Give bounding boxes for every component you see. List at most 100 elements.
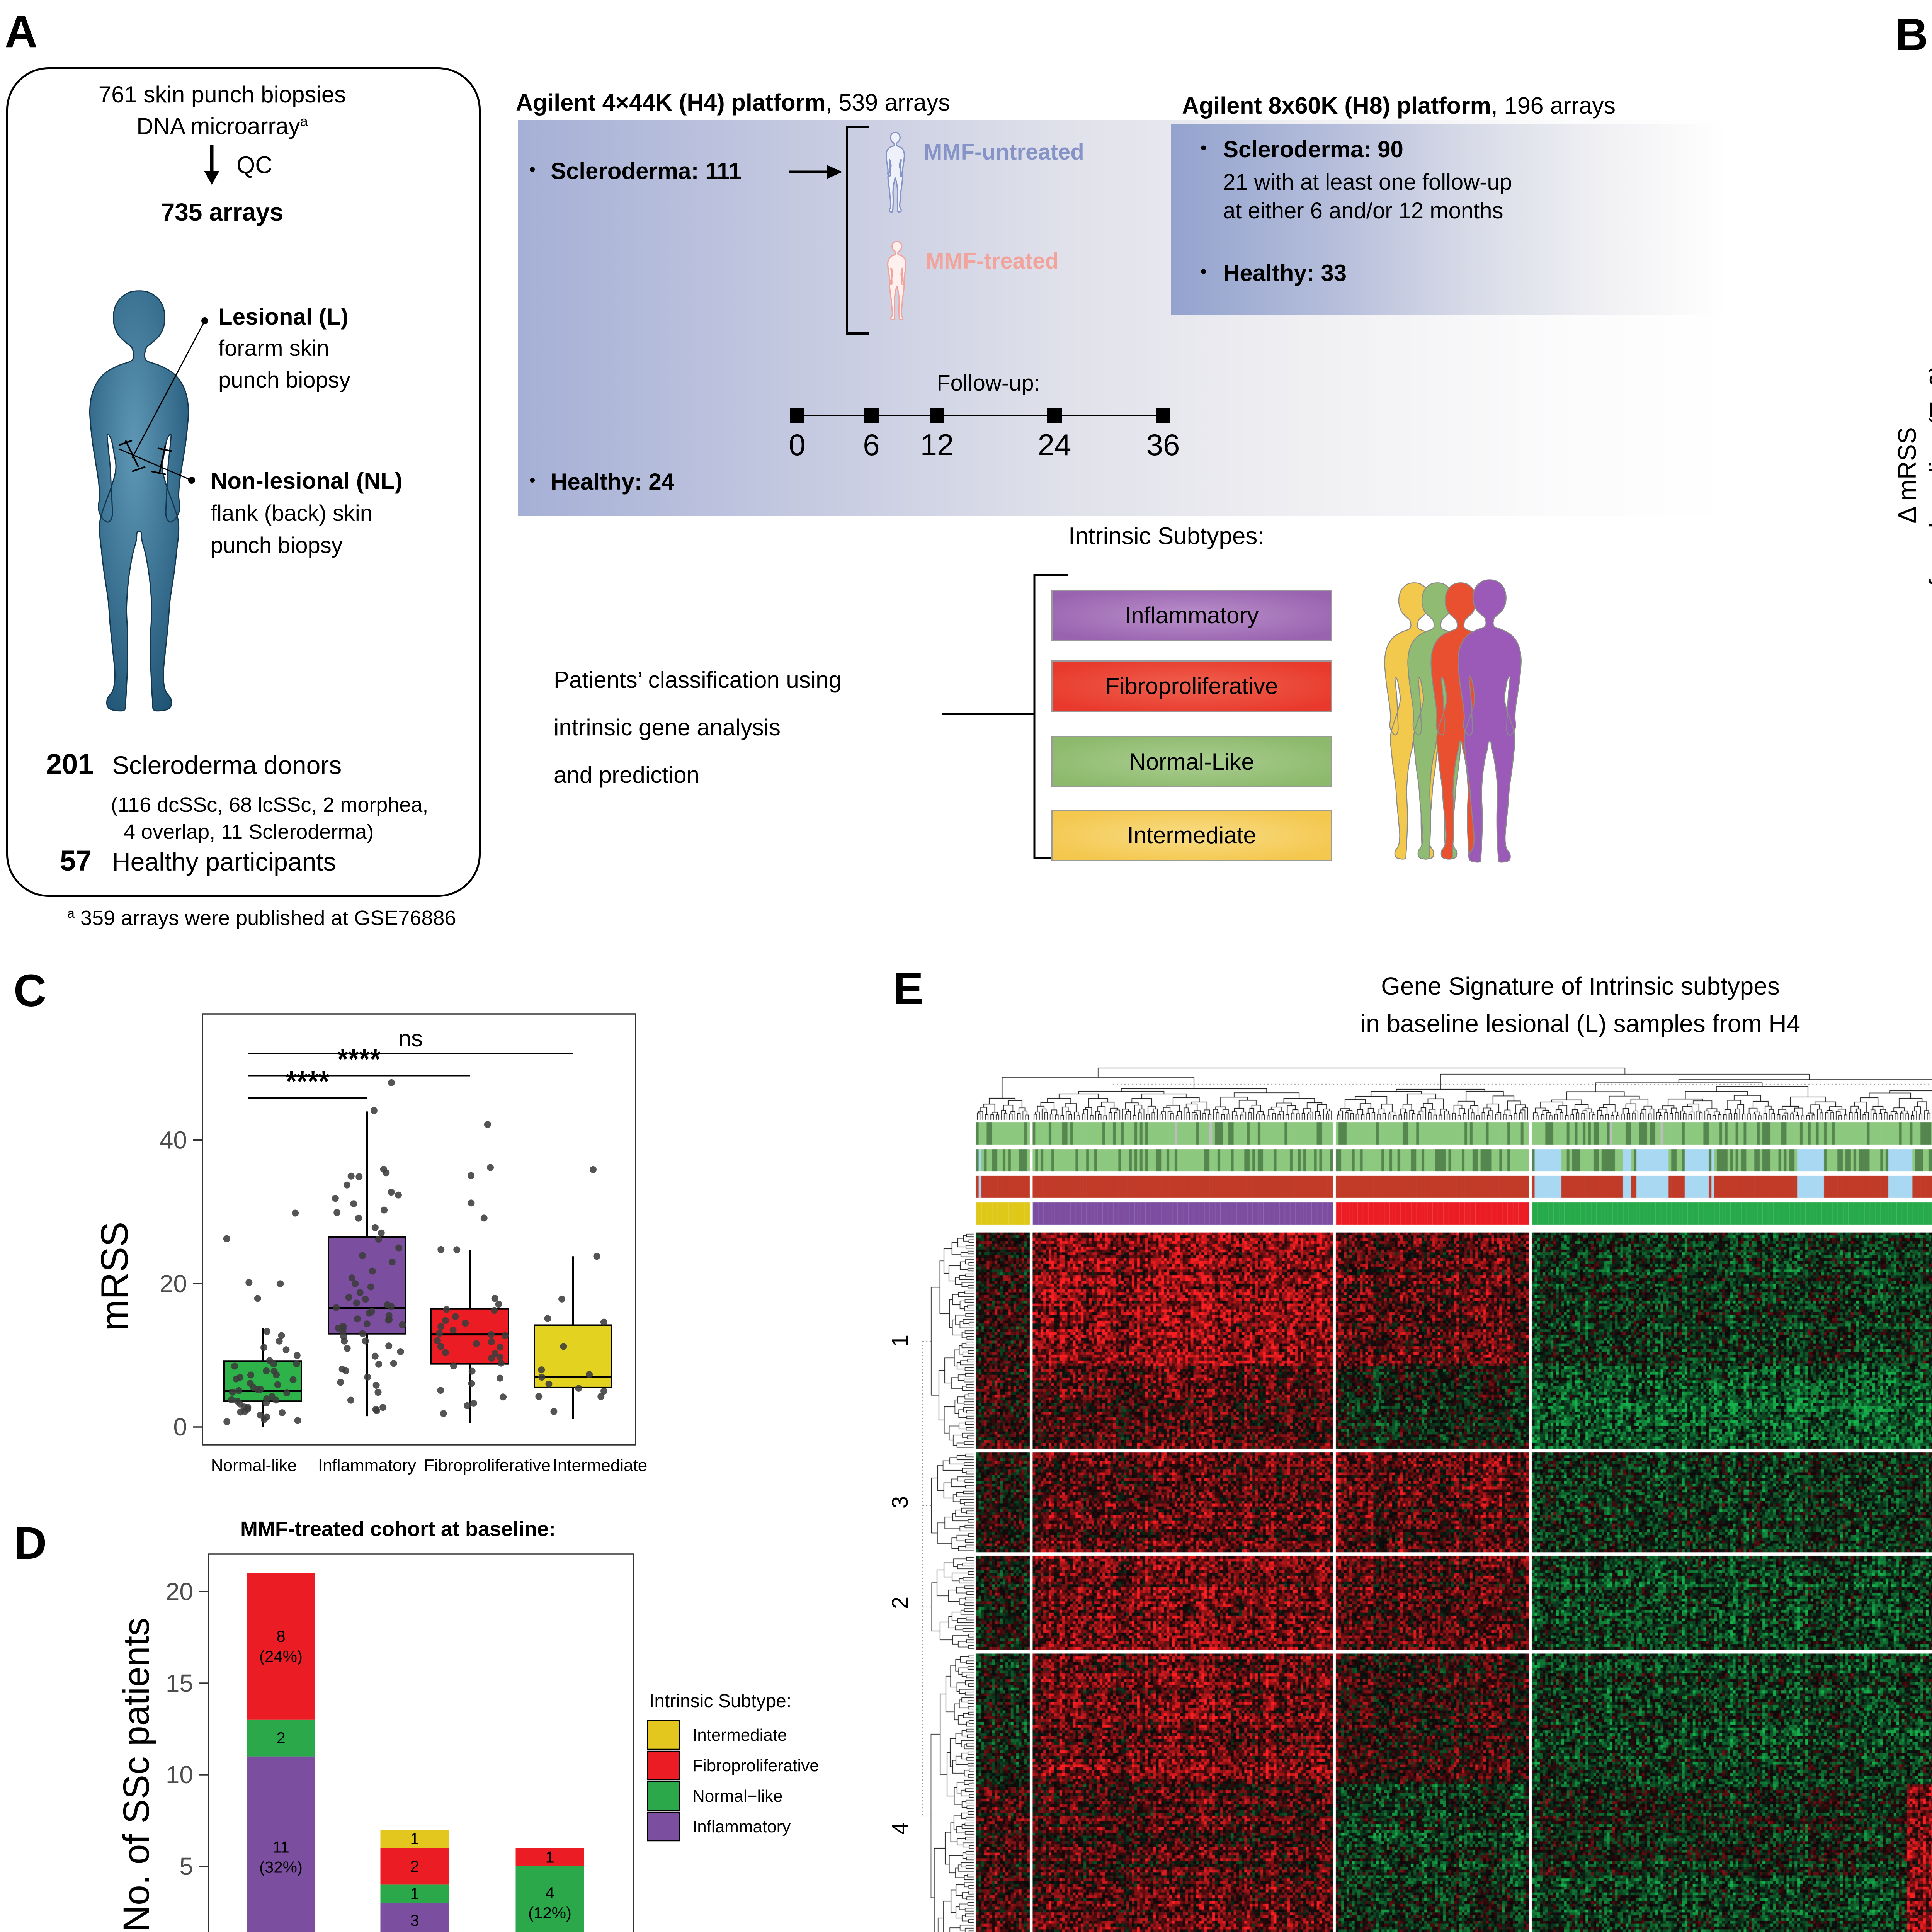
data-point: [359, 1330, 366, 1337]
h8-detail1: 21 with at least one follow-up: [1223, 170, 1512, 195]
panel-a-box: [6, 67, 481, 897]
data-point: [371, 1224, 379, 1231]
qc-label: QC: [236, 152, 272, 179]
cluster-label-1: 1: [888, 1334, 913, 1347]
data-point: [388, 1079, 395, 1086]
data-point: [437, 1323, 445, 1330]
data-point: [550, 1408, 558, 1415]
data-point: [440, 1410, 447, 1417]
text-span: 359 arrays were published at GSE76886: [80, 906, 456, 930]
subtype-box-intermediate: Intermediate: [1051, 810, 1332, 861]
chart-rect: [534, 1324, 612, 1388]
data-point: [293, 1352, 301, 1359]
data-point: [372, 1381, 380, 1389]
data-point: [575, 1384, 582, 1392]
data-point: [332, 1195, 339, 1202]
text-span: •: [1201, 262, 1207, 281]
data-point: [535, 1393, 543, 1400]
arrow-head: [827, 165, 842, 179]
data-point: [245, 1279, 253, 1286]
data-point: [231, 1362, 238, 1370]
healthy-count: 57: [60, 845, 92, 877]
chart-line: [132, 466, 146, 472]
data-point: [497, 1344, 504, 1351]
bar-segment-label: 1: [545, 1848, 554, 1866]
panel-e-label: E: [893, 963, 923, 1014]
data-point: [586, 1371, 593, 1378]
significance-label: ns: [398, 1026, 423, 1051]
data-point: [397, 1348, 404, 1355]
mmf-treated-figure: [887, 241, 907, 321]
data-point: [257, 1412, 264, 1419]
subtypes-title: Intrinsic Subtypes:: [1068, 523, 1264, 549]
bar-segment-label: (24%): [259, 1647, 303, 1665]
data-point: [236, 1374, 244, 1381]
y-tick-label: 0: [173, 1413, 187, 1441]
data-point: [333, 1209, 341, 1216]
chart-rect: [647, 1781, 680, 1811]
data-point: [223, 1235, 230, 1242]
data-point: [589, 1166, 597, 1173]
h8-title: Agilent 8x60K (H8) platform, 196 arrays: [1182, 92, 1616, 119]
silhouette-path: [887, 241, 907, 321]
panel-d-label: D: [14, 1518, 47, 1569]
data-point: [380, 1166, 387, 1173]
chart-group: [119, 440, 173, 475]
data-point: [496, 1374, 503, 1382]
data-point: [442, 1317, 449, 1324]
chart-rect: [380, 1848, 449, 1885]
h4-title: Agilent 4×44K (H4) platform, 539 arrays: [516, 89, 950, 116]
data-point: [354, 1315, 361, 1323]
data-point: [333, 1304, 340, 1311]
mmf-bracket: [846, 126, 869, 335]
legend-item-label: Normal−like: [692, 1787, 783, 1806]
data-point: [263, 1413, 270, 1421]
data-point: [449, 1327, 457, 1334]
data-point: [600, 1388, 608, 1395]
cluster-label-4: 4: [888, 1822, 913, 1835]
y-axis-title-line2: from baseline (T=0): [1924, 364, 1932, 586]
data-point: [597, 1393, 605, 1400]
significance-label: ****: [286, 1066, 329, 1097]
data-point: [371, 1352, 379, 1360]
text-span: , 539 arrays: [825, 89, 950, 116]
subtype-silhouettes: [1384, 579, 1522, 863]
y-axis-title: No. of SSc patients: [116, 1617, 157, 1932]
data-point: [370, 1107, 378, 1114]
chart-rect: [647, 1811, 680, 1842]
data-point: [500, 1393, 507, 1401]
silhouette-path: [89, 290, 189, 712]
data-point: [560, 1343, 567, 1350]
data-point: [340, 1323, 347, 1330]
heatmap: [908, 1059, 1932, 1932]
panel-e-title-line1: Gene Signature of Intrinsic subtypes: [1381, 972, 1780, 1000]
text-span: , 196 arrays: [1491, 92, 1616, 119]
h4-arrow: [789, 165, 842, 179]
panel-b-label: B: [1895, 9, 1929, 60]
legend-item-label: Inflammatory: [692, 1817, 791, 1836]
legend-title: Intrinsic Subtype:: [649, 1691, 791, 1711]
text-block: Patients’ classification using: [554, 667, 842, 693]
timeline-tick-label: 12: [920, 428, 954, 462]
cluster-label-2: 2: [888, 1597, 913, 1609]
data-point: [268, 1393, 276, 1400]
panel-a-line1: 761 skin punch biopsies: [98, 82, 346, 107]
data-point: [355, 1173, 363, 1180]
data-point: [367, 1283, 374, 1291]
bar-segment-label: 11: [272, 1838, 289, 1856]
text-span: Agilent 4×44K (H4) platform: [516, 89, 826, 116]
timeline-tick-label: 0: [789, 428, 805, 462]
chart-rect: [380, 1903, 449, 1932]
y-axis-title-line1: Δ mRSS: [1893, 427, 1921, 523]
subtype-box-label: Normal-Like: [1129, 749, 1254, 775]
data-point: [347, 1396, 354, 1404]
data-point: [453, 1246, 461, 1253]
nonlesional-line2: punch biopsy: [211, 533, 343, 558]
data-point: [362, 1337, 369, 1345]
data-point: [289, 1376, 297, 1383]
data-point: [235, 1387, 243, 1394]
bar-segment-label: 3: [410, 1911, 419, 1929]
lesional-line2: punch biopsy: [218, 367, 350, 393]
